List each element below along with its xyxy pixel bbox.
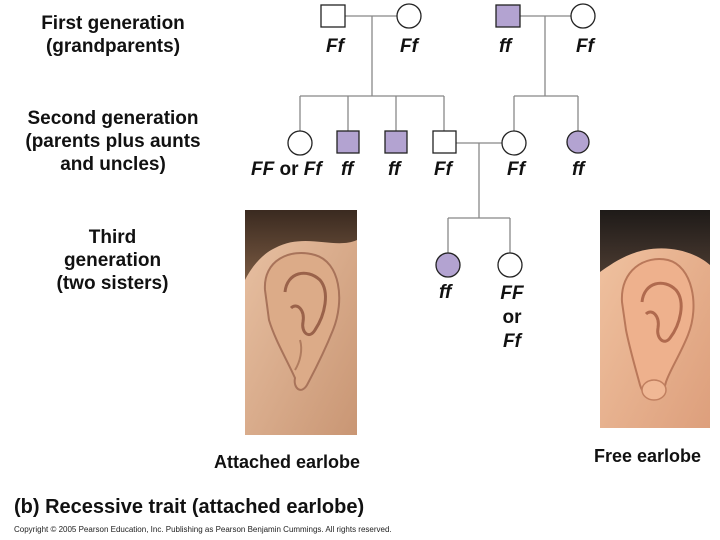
genotype-g2-aunt-right: ff xyxy=(572,159,585,180)
second-generation-line2: (parents plus aunts xyxy=(25,131,201,152)
genotype-g1-female-right: Ff xyxy=(576,36,594,57)
sister-1-circle xyxy=(435,252,461,278)
grandfather-left-square xyxy=(320,4,346,28)
grandmother-right-circle xyxy=(570,3,596,29)
genotype-g1-female-left: Ff xyxy=(400,36,418,57)
genotype-g2-aunt-part1: FF xyxy=(251,159,275,180)
second-generation-label: Second generation (parents plus aunts an… xyxy=(8,107,218,176)
figure-title: (b) Recessive trait (attached earlobe) xyxy=(14,496,365,518)
attached-earlobe-photo xyxy=(245,210,357,435)
genotype-g3-sister-2-line2: or xyxy=(502,307,522,328)
first-generation-line2: (grandparents) xyxy=(45,36,181,57)
genotype-g2-uncle-2: ff xyxy=(388,159,401,180)
free-earlobe-photo xyxy=(600,210,710,428)
genotype-g2-aunt: FF or Ff xyxy=(251,159,322,181)
uncle-square-2 xyxy=(384,130,408,154)
third-generation-label: Third generation (two sisters) xyxy=(30,226,195,295)
genotype-g2-mother: Ff xyxy=(507,159,525,180)
pedigree-lines xyxy=(299,15,579,253)
aunt-right-circle xyxy=(566,130,590,154)
father-square xyxy=(432,130,457,154)
uncle-square-1 xyxy=(336,130,360,154)
attached-earlobe-caption: Attached earlobe xyxy=(214,452,361,472)
grandmother-left-circle xyxy=(396,3,422,29)
first-generation-line1: First generation xyxy=(41,13,185,34)
free-earlobe-caption: Free earlobe xyxy=(594,446,702,466)
genotype-g2-uncle-1: ff xyxy=(341,159,354,180)
third-generation-line2: generation xyxy=(63,250,162,271)
third-generation-line3: (two sisters) xyxy=(56,273,169,294)
genotype-g2-father: Ff xyxy=(434,159,452,180)
third-generation-line1: Third xyxy=(88,227,137,248)
first-generation-label: First generation (grandparents) xyxy=(18,12,208,58)
genotype-g3-sister-2-line1: FF xyxy=(500,283,524,304)
grandfather-right-square xyxy=(495,4,521,28)
pedigree-symbols xyxy=(287,3,596,278)
genotype-g2-aunt-or: or xyxy=(279,159,299,180)
genotype-g1-male-left: Ff xyxy=(326,36,344,57)
genotype-g1-male-right: ff xyxy=(499,36,512,57)
genotype-g2-aunt-part2: Ff xyxy=(303,159,322,180)
aunt-circle xyxy=(287,130,313,156)
genotype-g3-sister-1: ff xyxy=(439,282,452,303)
genotype-g3-sister-2-line3: Ff xyxy=(503,331,521,352)
sister-2-circle xyxy=(497,252,523,278)
mother-circle xyxy=(501,130,527,156)
copyright-notice: Copyright © 2005 Pearson Education, Inc.… xyxy=(14,525,392,534)
genotype-g3-sister-2: FF or Ff xyxy=(498,282,526,354)
second-generation-line1: Second generation xyxy=(27,108,199,129)
second-generation-line3: and uncles) xyxy=(60,154,166,175)
